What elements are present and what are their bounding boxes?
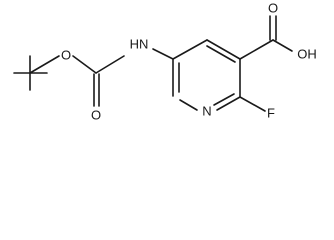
amine-nh-label: HN xyxy=(130,36,149,51)
bond-carboxyl-oh xyxy=(272,39,293,52)
pyridine-nitrogen-label: N xyxy=(202,103,211,118)
fluorine-label: F xyxy=(267,105,275,120)
bond-c5-c6-inner xyxy=(213,93,235,106)
tert-butyl-group xyxy=(13,55,60,91)
carbonyl-oxygen-label: O xyxy=(91,107,101,122)
carboxylic-acid-group xyxy=(239,15,293,60)
bond-c3-c4-inner xyxy=(206,45,236,63)
bond-tbu-ester-o xyxy=(29,55,60,74)
ester-oxygen-label: O xyxy=(61,47,71,62)
pyridine-ring xyxy=(172,39,241,111)
bond-c5-c6 xyxy=(216,96,241,111)
bond-nh-ring xyxy=(152,48,174,60)
bond-ester-o-carbonyl xyxy=(72,55,97,74)
carbamate-group xyxy=(72,48,174,107)
chemical-structure-diagram: O O HN N F O OH xyxy=(13,0,317,122)
bond-c6-n1 xyxy=(179,99,198,111)
bond-carbonyl-nh xyxy=(95,55,125,74)
acid-carbonyl-oxygen-label: O xyxy=(268,0,278,15)
bond-c3-c4 xyxy=(206,39,241,60)
bond-c5-fluorine xyxy=(239,96,266,112)
acid-hydroxyl-label: OH xyxy=(297,46,317,61)
bond-c2-c3 xyxy=(172,39,208,60)
bond-c4-carboxyl xyxy=(239,39,274,60)
